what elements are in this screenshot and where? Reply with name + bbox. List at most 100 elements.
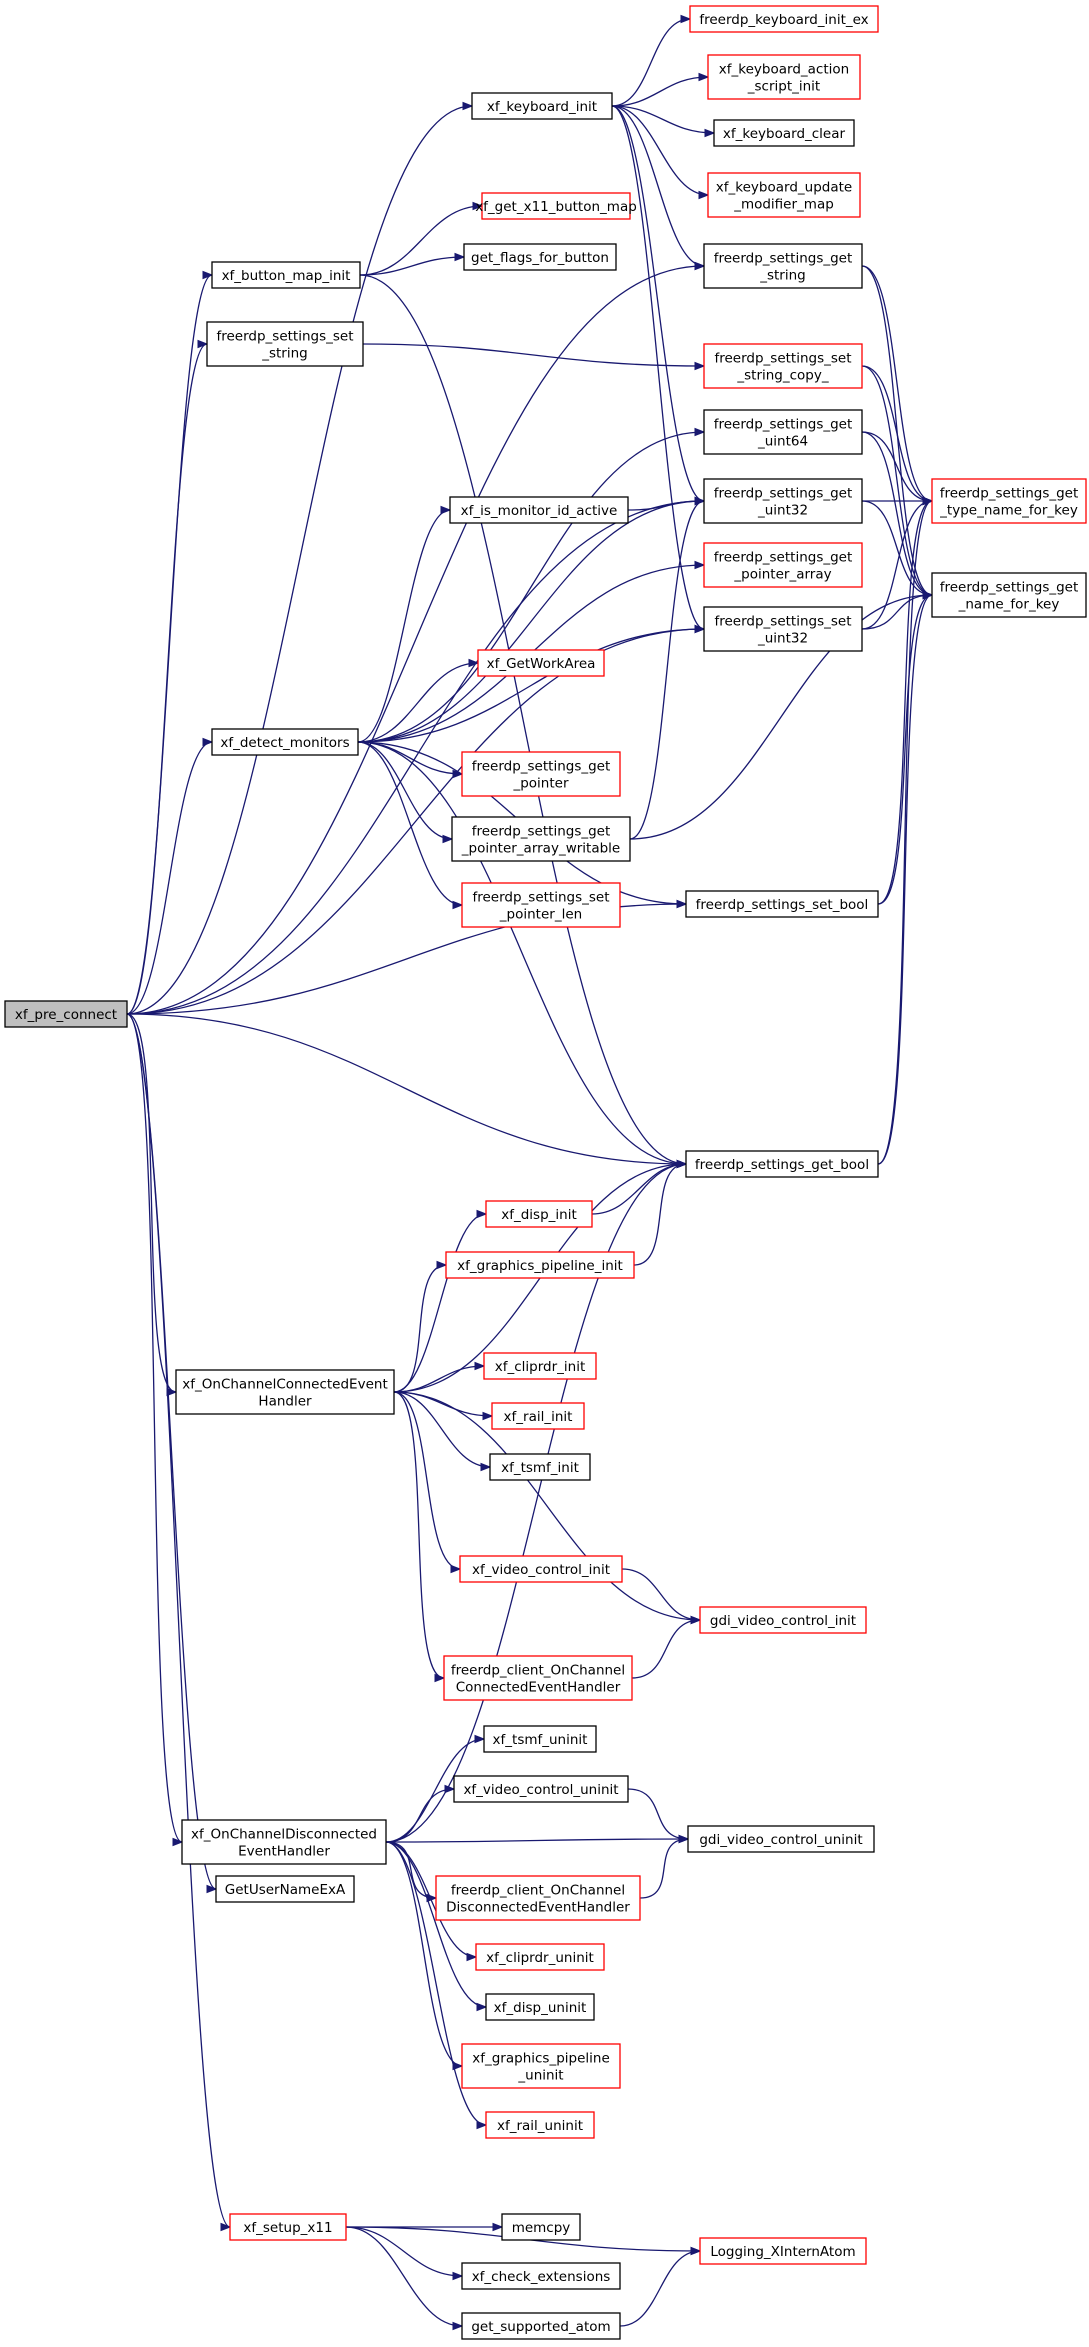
node-box[interactable] [461,882,621,928]
node-logging-xinternatom[interactable]: Logging_XInternAtom [699,2237,867,2265]
node-getusernameexa[interactable]: GetUserNameExA [215,1875,355,1903]
node-box[interactable] [461,751,621,797]
node-box[interactable] [453,1775,629,1803]
node-box[interactable] [443,1655,633,1701]
node-box[interactable] [703,606,863,652]
node-box[interactable] [206,321,364,367]
node-xf-keyboard-clear[interactable]: xf_keyboard_clear [713,119,855,147]
node-box[interactable] [707,172,861,218]
node-box[interactable] [461,2262,621,2290]
node-freerdp-keyboard-init-ex[interactable]: freerdp_keyboard_init_ex [689,5,879,33]
node-xf-graphics-pipeline-uninit[interactable]: xf_graphics_pipeline_uninit [461,2043,621,2089]
node-freerdp-settings-get-bool[interactable]: freerdp_settings_get_bool [685,1150,879,1178]
node-xf-tsmf-uninit[interactable]: xf_tsmf_uninit [483,1725,597,1753]
node-box[interactable] [211,728,359,756]
node-box[interactable] [703,243,863,289]
node-box[interactable] [491,1402,585,1430]
node-box[interactable] [485,1200,593,1228]
node-xf-tsmf-init[interactable]: xf_tsmf_init [489,1453,591,1481]
node-box[interactable] [459,1555,623,1583]
node-freerdp-settings-get-uint64[interactable]: freerdp_settings_get_uint64 [703,409,863,455]
node-freerdp-settings-set-string[interactable]: freerdp_settings_set_string [206,321,364,367]
node-freerdp-settings-set-bool[interactable]: freerdp_settings_set_bool [685,890,879,918]
node-box[interactable] [451,816,631,862]
node-freerdp-settings-get-pointer-array[interactable]: freerdp_settings_get_pointer_array [703,542,863,588]
node-freerdp-settings-set-uint32[interactable]: freerdp_settings_set_uint32 [703,606,863,652]
node-get-flags-for-button[interactable]: get_flags_for_button [463,243,617,271]
node-box[interactable] [215,1875,355,1903]
node-box[interactable] [685,890,879,918]
node-xf-cliprdr-init[interactable]: xf_cliprdr_init [483,1352,597,1380]
node-freerdp-settings-get-string[interactable]: freerdp_settings_get_string [703,243,863,289]
node-box[interactable] [435,1875,641,1921]
node-xf-check-extensions[interactable]: xf_check_extensions [461,2262,621,2290]
node-xf-rail-uninit[interactable]: xf_rail_uninit [485,2111,595,2139]
node-box[interactable] [485,1993,595,2021]
node-xf-setup-x11[interactable]: xf_setup_x11 [229,2213,347,2241]
node-box[interactable] [699,2237,867,2265]
node-xf-disp-uninit[interactable]: xf_disp_uninit [485,1993,595,2021]
node-xf-disp-init[interactable]: xf_disp_init [485,1200,593,1228]
node-xf-get-x11-button-map[interactable]: xf_get_x11_button_map [475,192,637,220]
node-box[interactable] [713,119,855,147]
node-xf-keyboard-update-modifier-map[interactable]: xf_keyboard_update_modifier_map [707,172,861,218]
node-xf-button-map-init[interactable]: xf_button_map_init [211,261,361,289]
node-freerdp-settings-get-uint32[interactable]: freerdp_settings_get_uint32 [703,478,863,524]
node-freerdp-settings-get-pointer-array-writable[interactable]: freerdp_settings_get_pointer_array_writa… [451,816,631,862]
node-box[interactable] [477,649,605,677]
node-box[interactable] [485,2111,595,2139]
node-box[interactable] [229,2213,347,2241]
node-box[interactable] [931,478,1087,524]
node-memcpy[interactable]: memcpy [501,2213,581,2241]
node-xf-is-monitor-id-active[interactable]: xf_is_monitor_id_active [449,496,629,524]
node-box[interactable] [489,1453,591,1481]
node-box[interactable] [461,2043,621,2089]
node-freerdp-settings-get-pointer[interactable]: freerdp_settings_get_pointer [461,751,621,797]
node-box[interactable] [175,1369,395,1415]
node-gdi-video-control-init[interactable]: gdi_video_control_init [699,1606,867,1634]
node-box[interactable] [4,1000,128,1028]
node-xf-keyboard-init[interactable]: xf_keyboard_init [471,92,613,120]
node-freerdp-settings-get-name-for-key[interactable]: freerdp_settings_get_name_for_key [931,572,1087,618]
node-freerdp-client-onchanneldisconnectedeventhandler[interactable]: freerdp_client_OnChannelDisconnectedEven… [435,1875,641,1921]
node-gdi-video-control-uninit[interactable]: gdi_video_control_uninit [687,1825,875,1853]
node-freerdp-settings-get-type-name-for-key[interactable]: freerdp_settings_get_type_name_for_key [931,478,1087,524]
node-freerdp-settings-set-pointer-len[interactable]: freerdp_settings_set_pointer_len [461,882,621,928]
node-box[interactable] [449,496,629,524]
node-box[interactable] [463,243,617,271]
node-box[interactable] [699,1606,867,1634]
node-box[interactable] [703,343,863,389]
node-freerdp-settings-set-string-copy[interactable]: freerdp_settings_set_string_copy_ [703,343,863,389]
node-box[interactable] [703,542,863,588]
node-box[interactable] [211,261,361,289]
node-box[interactable] [931,572,1087,618]
node-xf-video-control-init[interactable]: xf_video_control_init [459,1555,623,1583]
node-box[interactable] [689,5,879,33]
node-box[interactable] [483,1725,597,1753]
node-box[interactable] [703,409,863,455]
node-freerdp-client-onchannelconnectedeventhandler[interactable]: freerdp_client_OnChannelConnectedEventHa… [443,1655,633,1701]
node-get-supported-atom[interactable]: get_supported_atom [461,2312,621,2340]
node-box[interactable] [685,1150,879,1178]
node-box[interactable] [481,192,631,220]
node-xf-keyboard-action-script-init[interactable]: xf_keyboard_action_script_init [707,54,861,100]
node-xf-detect-monitors[interactable]: xf_detect_monitors [211,728,359,756]
node-xf-rail-init[interactable]: xf_rail_init [491,1402,585,1430]
node-box[interactable] [445,1251,635,1279]
node-box[interactable] [483,1352,597,1380]
node-xf-graphics-pipeline-init[interactable]: xf_graphics_pipeline_init [445,1251,635,1279]
node-box[interactable] [471,92,613,120]
node-box[interactable] [687,1825,875,1853]
node-box[interactable] [181,1819,387,1865]
node-xf-getworkarea[interactable]: xf_GetWorkArea [477,649,605,677]
node-box[interactable] [501,2213,581,2241]
node-box[interactable] [475,1943,605,1971]
node-box[interactable] [703,478,863,524]
node-xf-cliprdr-uninit[interactable]: xf_cliprdr_uninit [475,1943,605,1971]
node-xf-pre-connect[interactable]: xf_pre_connect [4,1000,128,1028]
node-xf-video-control-uninit[interactable]: xf_video_control_uninit [453,1775,629,1803]
node-box[interactable] [461,2312,621,2340]
node-box[interactable] [707,54,861,100]
